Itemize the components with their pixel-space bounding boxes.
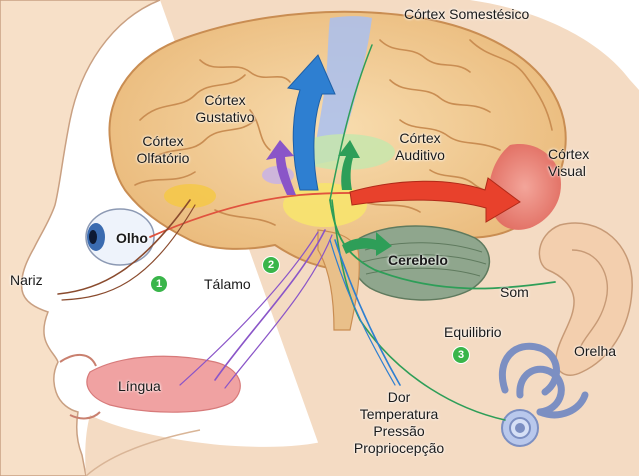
eye [85, 208, 155, 266]
label-dor: Dor [387, 389, 411, 405]
label-orelha: Orelha [574, 343, 617, 359]
visual-arrow [349, 177, 521, 223]
label-cortex-olfatorio-line2: Olfatório [136, 150, 190, 166]
label-somatic-senses: Dor Temperatura Pressão Propriocepção [340, 389, 458, 457]
brainstem [317, 229, 360, 331]
upper-lip [59, 354, 97, 367]
badge-1: 1 [150, 275, 168, 293]
label-cortex-olfatorio: Córtex Olfatório [118, 133, 208, 167]
neural-pathways [57, 44, 556, 421]
gustatory-pathway [214, 229, 326, 381]
gustatory-arrow [266, 140, 296, 195]
label-cortex-somestesico: Córtex Somestésico [404, 6, 530, 22]
cerebellum-arrow [342, 232, 392, 256]
cochlea [501, 409, 539, 447]
label-cortex-auditivo-line2: Auditivo [395, 147, 445, 163]
label-cortex-olfatorio-line1: Córtex [142, 133, 184, 149]
inner-ear [498, 342, 589, 419]
label-cortex-auditivo: Córtex Auditivo [375, 130, 465, 164]
pathway-arrows [266, 54, 521, 256]
label-propriocepcao: Propriocepção [353, 440, 445, 456]
somatosensory-arrow [287, 54, 336, 191]
label-cerebelo: Cerebelo [388, 252, 448, 268]
label-pressao: Pressão [373, 423, 425, 439]
auditory-arrow [338, 140, 360, 190]
brain-gyri [134, 39, 553, 226]
label-cortex-gustativo-line1: Córtex [204, 92, 246, 108]
lower-lip [69, 411, 101, 420]
jaw-line [85, 429, 201, 476]
label-nariz: Nariz [10, 272, 43, 288]
face-profile [0, 0, 161, 476]
badge-2: 2 [262, 256, 280, 274]
olfactory-bulb [164, 184, 216, 208]
label-cortex-visual-line1: Córtex [548, 146, 590, 162]
label-cortex-gustativo: Córtex Gustativo [180, 92, 270, 126]
auditory-pathway [329, 199, 556, 290]
somatosensory-pathway [334, 239, 401, 386]
label-lingua: Língua [118, 378, 161, 394]
olfactory-pathway [57, 199, 191, 295]
tongue [86, 355, 241, 413]
label-cortex-visual: Córtex Visual [548, 146, 589, 180]
label-cortex-auditivo-line1: Córtex [399, 130, 441, 146]
label-som: Som [500, 284, 529, 300]
somatosensory-cortex [312, 16, 372, 165]
label-equilibrio: Equilibrio [444, 324, 502, 340]
label-temperatura: Temperatura [359, 406, 439, 422]
ear-inner-fold [571, 249, 608, 349]
label-cortex-visual-line2: Visual [548, 163, 586, 179]
badge-3: 3 [452, 346, 470, 364]
label-cortex-gustativo-line2: Gustativo [195, 109, 255, 125]
label-olho: Olho [116, 230, 148, 246]
label-talamo: Tálamo [204, 276, 251, 292]
